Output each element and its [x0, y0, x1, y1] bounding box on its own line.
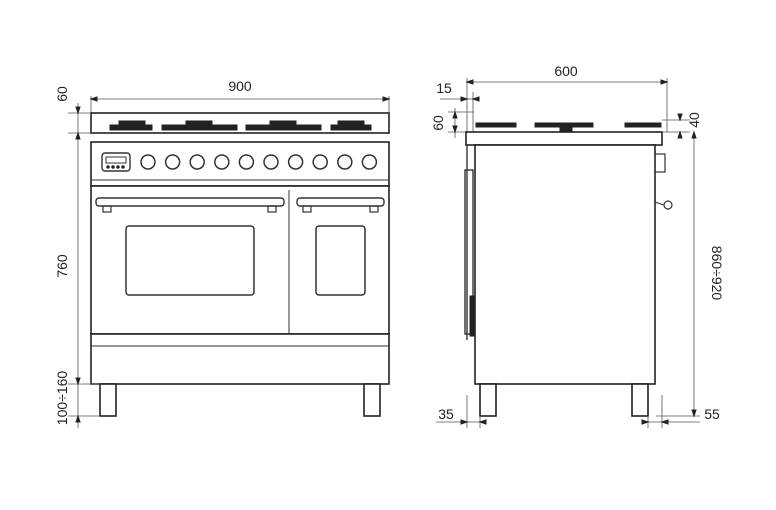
knob-icon: [214, 154, 230, 170]
aux-oven-handle-icon: [296, 197, 385, 213]
dimension-total-height: 860÷920: [656, 130, 725, 418]
total-height-label: 860÷920: [709, 246, 725, 301]
side-rear-leg: [631, 383, 649, 417]
left-leg: [99, 383, 117, 417]
dimension-hob-height: 60: [430, 108, 474, 138]
rear-offset-label: 40: [686, 112, 702, 128]
knob-icon: [312, 154, 328, 170]
hob-height-label: 60: [430, 115, 446, 131]
knob-icon: [164, 154, 181, 170]
side-cooktop: [465, 122, 663, 146]
knob-icon: [361, 154, 378, 170]
knob-row: [140, 154, 378, 170]
leg-height-label: 100÷160: [54, 371, 70, 426]
main-oven-window: [125, 225, 255, 296]
knob-icon: [337, 154, 353, 170]
knob-icon: [287, 154, 304, 170]
offset-top-label: 15: [436, 80, 452, 96]
side-front-leg: [479, 383, 497, 417]
back-offset-label: 55: [704, 406, 720, 422]
width-label: 900: [228, 78, 252, 94]
knob-icon: [189, 154, 205, 170]
dimension-width: 900: [89, 78, 391, 113]
knob-icon: [263, 154, 279, 170]
dimension-bottom-offsets: 35 55: [436, 395, 720, 428]
plinth: [90, 333, 390, 385]
dimension-vertical-left: 60 760 100÷160: [54, 86, 100, 428]
knob-icon: [140, 154, 156, 170]
depth-label: 600: [554, 63, 578, 79]
top-height-label: 60: [54, 86, 70, 102]
body-height-label: 760: [54, 254, 70, 278]
dimension-depth: 600: [465, 63, 669, 132]
front-view: 900: [54, 78, 391, 428]
side-view: 600 15 60: [430, 63, 725, 428]
dimension-rear-offset: 40: [662, 112, 702, 139]
knob-icon: [238, 154, 255, 170]
side-handle-icon: [464, 169, 474, 335]
side-body: [474, 144, 656, 385]
oven-body: [90, 185, 390, 335]
control-panel: [90, 141, 390, 187]
front-offset-label: 35: [438, 406, 454, 422]
cooktop: [90, 112, 390, 134]
right-leg: [363, 383, 381, 417]
main-oven-handle-icon: [95, 197, 285, 213]
display-icon: [101, 152, 131, 172]
gas-connection-icon: [654, 153, 673, 210]
aux-oven-window: [315, 225, 366, 296]
